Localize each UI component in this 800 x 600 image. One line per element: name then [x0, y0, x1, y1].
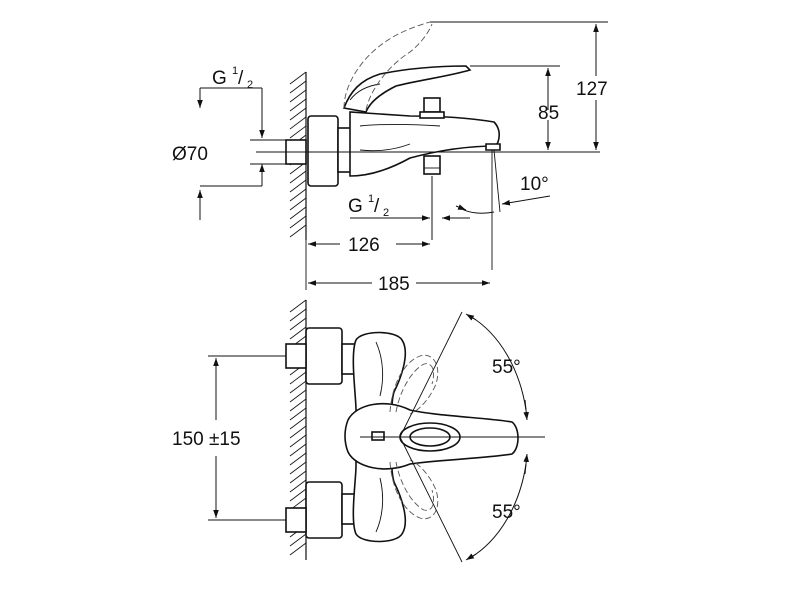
wall-hatch-line: [289, 89, 307, 103]
wall-hatch-line: [289, 443, 307, 457]
wall-hatch-line: [289, 533, 307, 547]
dim-185: 185: [308, 274, 490, 295]
top-view: 55° 55° 150 ±15: [172, 299, 545, 563]
wall-hatch-line: [289, 407, 307, 421]
dim-diameter: Ø70: [172, 139, 286, 220]
height-127-label: 127: [576, 79, 608, 100]
wall-hatch-line: [289, 125, 307, 139]
wall-connector-side: [285, 115, 353, 187]
wall-hatch-line: [289, 389, 307, 403]
wall-hatch-line: [289, 179, 307, 193]
inlet-thread-num: 1: [232, 65, 238, 77]
wall-hatch-line: [289, 488, 307, 502]
lever-side: [342, 65, 472, 113]
angle-10-label: 10°: [520, 174, 549, 195]
lever-top-rotated-upper: [389, 354, 439, 415]
wall-hatch-line: [289, 371, 307, 385]
outlet-thread-slash: /: [374, 196, 380, 217]
wall-hatch-line: [289, 80, 307, 94]
wall-hatch-line: [289, 215, 307, 229]
wall-hatch-line: [289, 326, 307, 340]
wall-hatch-line: [289, 224, 307, 238]
outlet-thread-prefix: G: [348, 196, 363, 217]
wall-hatch-line: [289, 299, 307, 313]
faucet-body-side: [349, 97, 501, 177]
wall-hatch-line: [289, 170, 307, 184]
wall-hatch-line: [289, 197, 307, 211]
wall-hatch-line: [289, 116, 307, 130]
wall-hatch-line: [289, 542, 307, 556]
dim-height-127: 127: [430, 21, 608, 150]
lever-top-rotated-lower: [389, 459, 439, 520]
dim-inlet-thread: G 1 / 2: [197, 65, 265, 138]
wall-connector-lower: [285, 481, 357, 539]
wall-hatch-line: [289, 206, 307, 220]
wall-connector-upper: [285, 327, 357, 385]
inlet-thread-prefix: G: [212, 68, 227, 89]
inlet-thread-slash: /: [238, 68, 244, 89]
wall-hatch-line: [289, 98, 307, 112]
wall-hatch-line: [289, 425, 307, 439]
wall-hatch-line: [289, 380, 307, 394]
centers-label: 150 ±15: [172, 429, 241, 450]
lever-side-rotated: [343, 21, 433, 111]
outlet-thread-num: 1: [368, 193, 374, 205]
wall-hatch-line: [289, 452, 307, 466]
wall-hatch-line: [289, 470, 307, 484]
diameter-label: Ø70: [172, 144, 208, 165]
height-85-label: 85: [538, 103, 559, 124]
wall-hatch-line: [289, 434, 307, 448]
wall-hatch-line: [289, 308, 307, 322]
dim-185-label: 185: [378, 274, 410, 295]
dim-angle-10: 10°: [455, 149, 551, 270]
wall-hatch-line: [289, 479, 307, 493]
wall-hatch-line: [289, 317, 307, 331]
dim-angle-upper: 55°: [399, 311, 529, 438]
outlet-thread-den: 2: [383, 207, 389, 219]
wall-hatch-line: [289, 188, 307, 202]
dim-126-label: 126: [348, 235, 380, 256]
wall-hatch-line: [289, 71, 307, 85]
inlet-thread-den: 2: [247, 79, 253, 91]
dim-height-85: 85: [470, 65, 560, 150]
wall-hatch-line: [289, 107, 307, 121]
dim-outlet-thread: G 1 / 2: [348, 176, 470, 240]
dim-126: 126: [305, 235, 430, 290]
lever-top: [344, 402, 545, 470]
wall-hatch-line: [289, 398, 307, 412]
wall-hatch-line: [289, 416, 307, 430]
dim-angle-lower: 55°: [399, 436, 529, 563]
dim-centers: 150 ±15: [172, 355, 286, 521]
angle-upper-label: 55°: [492, 357, 521, 378]
side-view: G 1 / 2 Ø70 G 1 / 2: [172, 21, 608, 295]
angle-lower-label: 55°: [492, 502, 521, 523]
wall-hatch-line: [289, 461, 307, 475]
